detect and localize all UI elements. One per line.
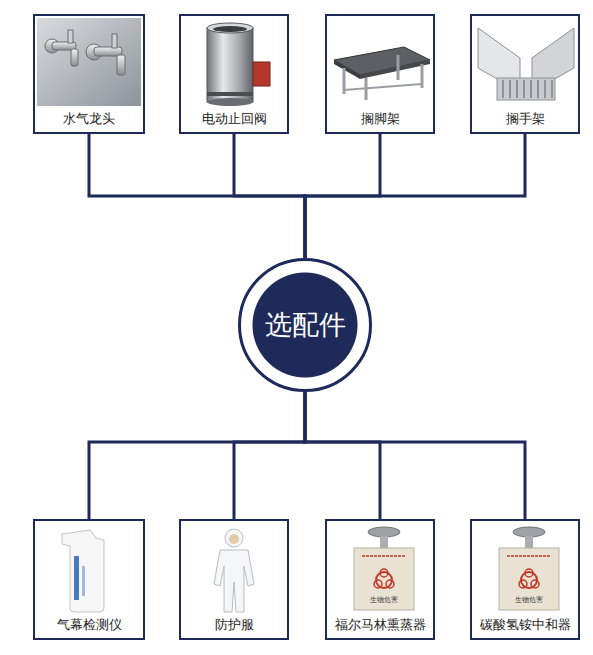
- suit-icon: [214, 529, 254, 612]
- item-box: 搁脚架: [325, 14, 435, 134]
- item-box: 防护服: [179, 519, 289, 640]
- tree-connector: [305, 134, 525, 258]
- item-label: 防护服: [215, 617, 254, 633]
- hub-circle: 选配件: [238, 258, 372, 392]
- item-label: 气幕检测仪: [57, 617, 122, 633]
- tree-connector: [305, 392, 380, 519]
- valve-icon: [207, 23, 270, 106]
- item-label: 福尔马林熏蒸器: [335, 617, 426, 633]
- item-box: 福尔马林熏蒸器: [325, 519, 435, 640]
- device-marking: 生物危害: [515, 596, 543, 604]
- item-label: 搁脚架: [361, 111, 400, 127]
- faucet-photo: [37, 18, 141, 106]
- detector-icon: [62, 530, 104, 612]
- item-label: 电动止回阀: [202, 111, 267, 127]
- tree-connector: [234, 392, 305, 519]
- footrest-icon: [334, 47, 430, 100]
- hub-title: 选配件: [265, 309, 346, 341]
- item-box: 电动止回阀: [179, 14, 289, 134]
- item-box: 水气龙头: [33, 14, 145, 134]
- item-label: 搁手架: [506, 111, 545, 127]
- item-box: 碳酸氢铵中和器: [470, 519, 580, 640]
- item-label: 碳酸氢铵中和器: [480, 617, 571, 633]
- neutralizer-icon: [499, 527, 559, 610]
- tree-connector: [305, 392, 525, 519]
- fumigator-icon: [354, 527, 414, 610]
- tree-connector: [89, 134, 305, 258]
- tree-connector: [89, 392, 305, 519]
- device-marking: 生物危害: [370, 596, 398, 604]
- item-label: 水气龙头: [63, 111, 115, 127]
- tree-connector: [234, 134, 305, 258]
- handrest-icon: [478, 28, 574, 100]
- faucet-icon: [45, 30, 125, 75]
- item-box: 搁手架: [470, 14, 580, 134]
- item-box: 气幕检测仪: [33, 519, 145, 640]
